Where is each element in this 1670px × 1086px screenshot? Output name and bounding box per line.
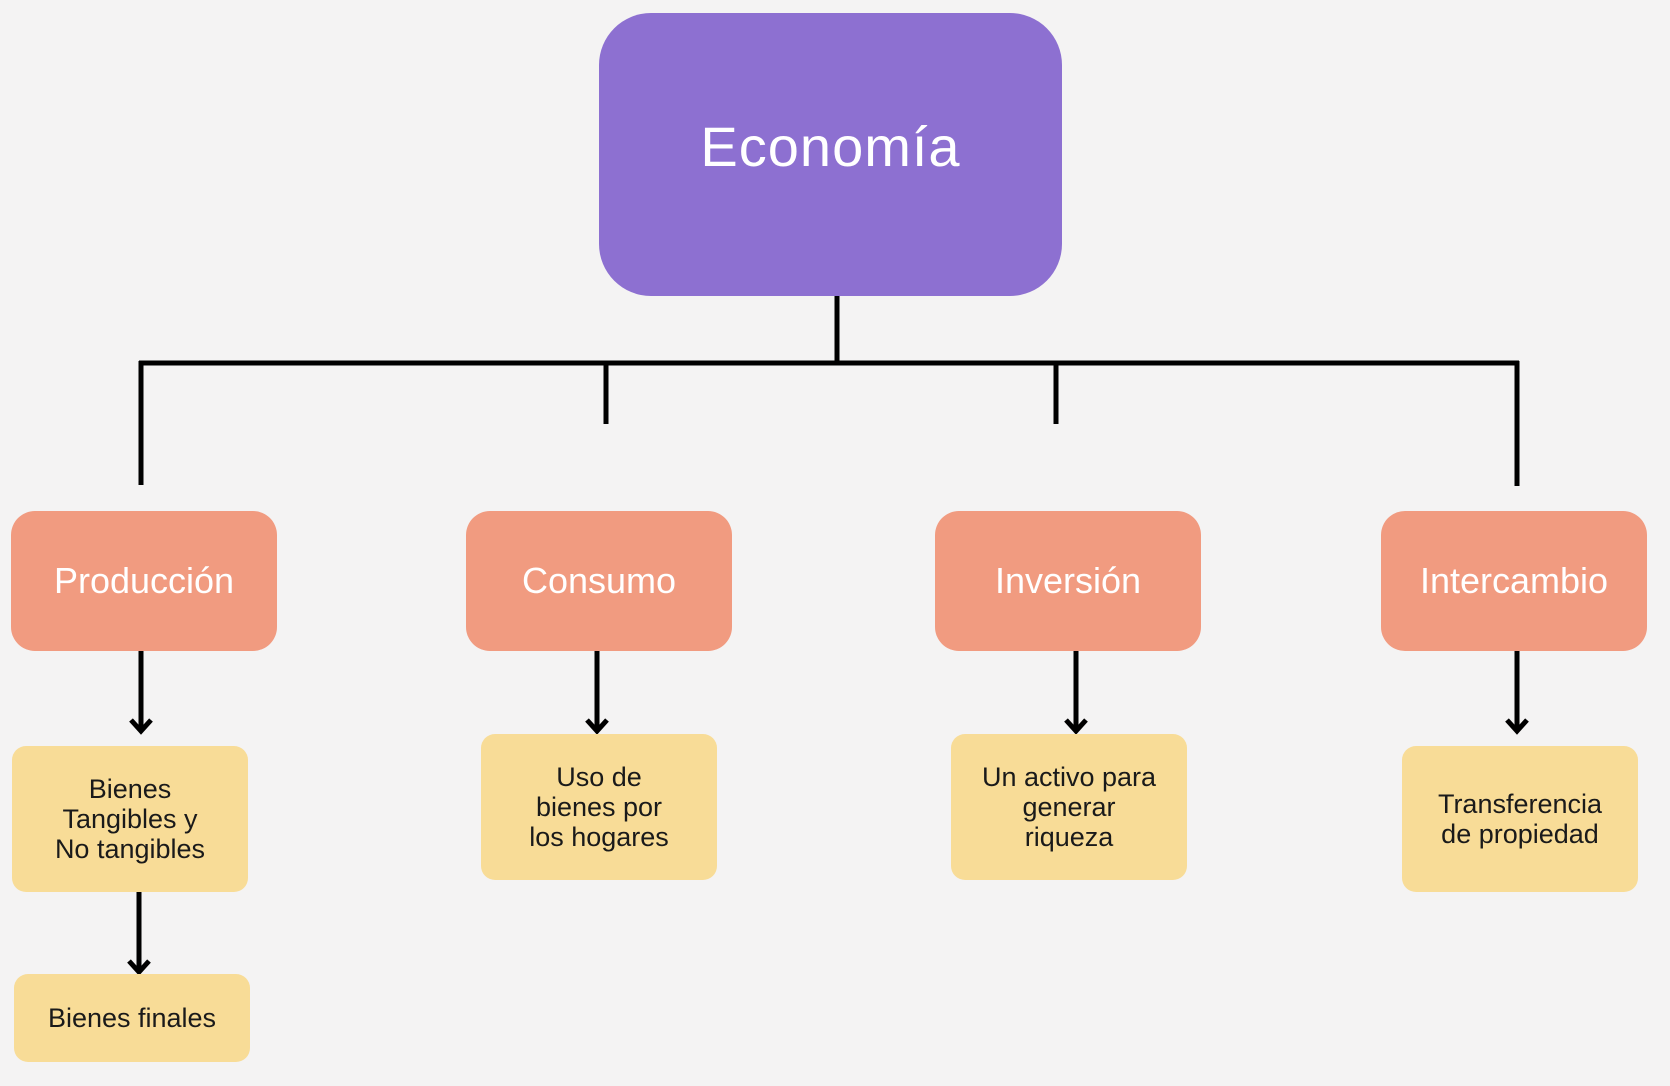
root-node-economia: Economía (599, 13, 1062, 296)
branch-label: Consumo (521, 560, 677, 601)
arrowhead-bienes-finales (127, 959, 151, 976)
leaf-node-uso-de-bienes: Uso de bienes por los hogares (481, 734, 717, 880)
leaf-node-un-activo: Un activo para generar riqueza (951, 734, 1187, 880)
branch-label: Inversión (994, 560, 1142, 601)
leaf-label: Transferencia de propiedad (1437, 789, 1603, 849)
branch-node-produccion: Producción (11, 511, 277, 651)
branch-node-consumo: Consumo (466, 511, 732, 651)
leaf-node-bienes-tangibles: Bienes Tangibles y No tangibles (12, 746, 248, 892)
arrowhead-intercambio (1505, 718, 1529, 735)
leaf-node-bienes-finales: Bienes finales (14, 974, 250, 1062)
leaf-label: Un activo para generar riqueza (981, 762, 1157, 852)
root-node-label: Economía (700, 115, 961, 178)
leaf-node-transferencia: Transferencia de propiedad (1402, 746, 1638, 892)
arrowhead-consumo (585, 718, 609, 735)
branch-label: Producción (53, 560, 235, 601)
branch-node-intercambio: Intercambio (1381, 511, 1647, 651)
branch-label: Intercambio (1419, 560, 1609, 601)
leaf-label: Bienes finales (47, 1003, 217, 1033)
arrowhead-produccion (129, 718, 153, 735)
leaf-label: Bienes Tangibles y No tangibles (54, 774, 206, 864)
leaf-label: Uso de bienes por los hogares (529, 762, 669, 852)
arrowhead-inversion (1064, 718, 1088, 735)
branch-node-inversion: Inversión (935, 511, 1201, 651)
